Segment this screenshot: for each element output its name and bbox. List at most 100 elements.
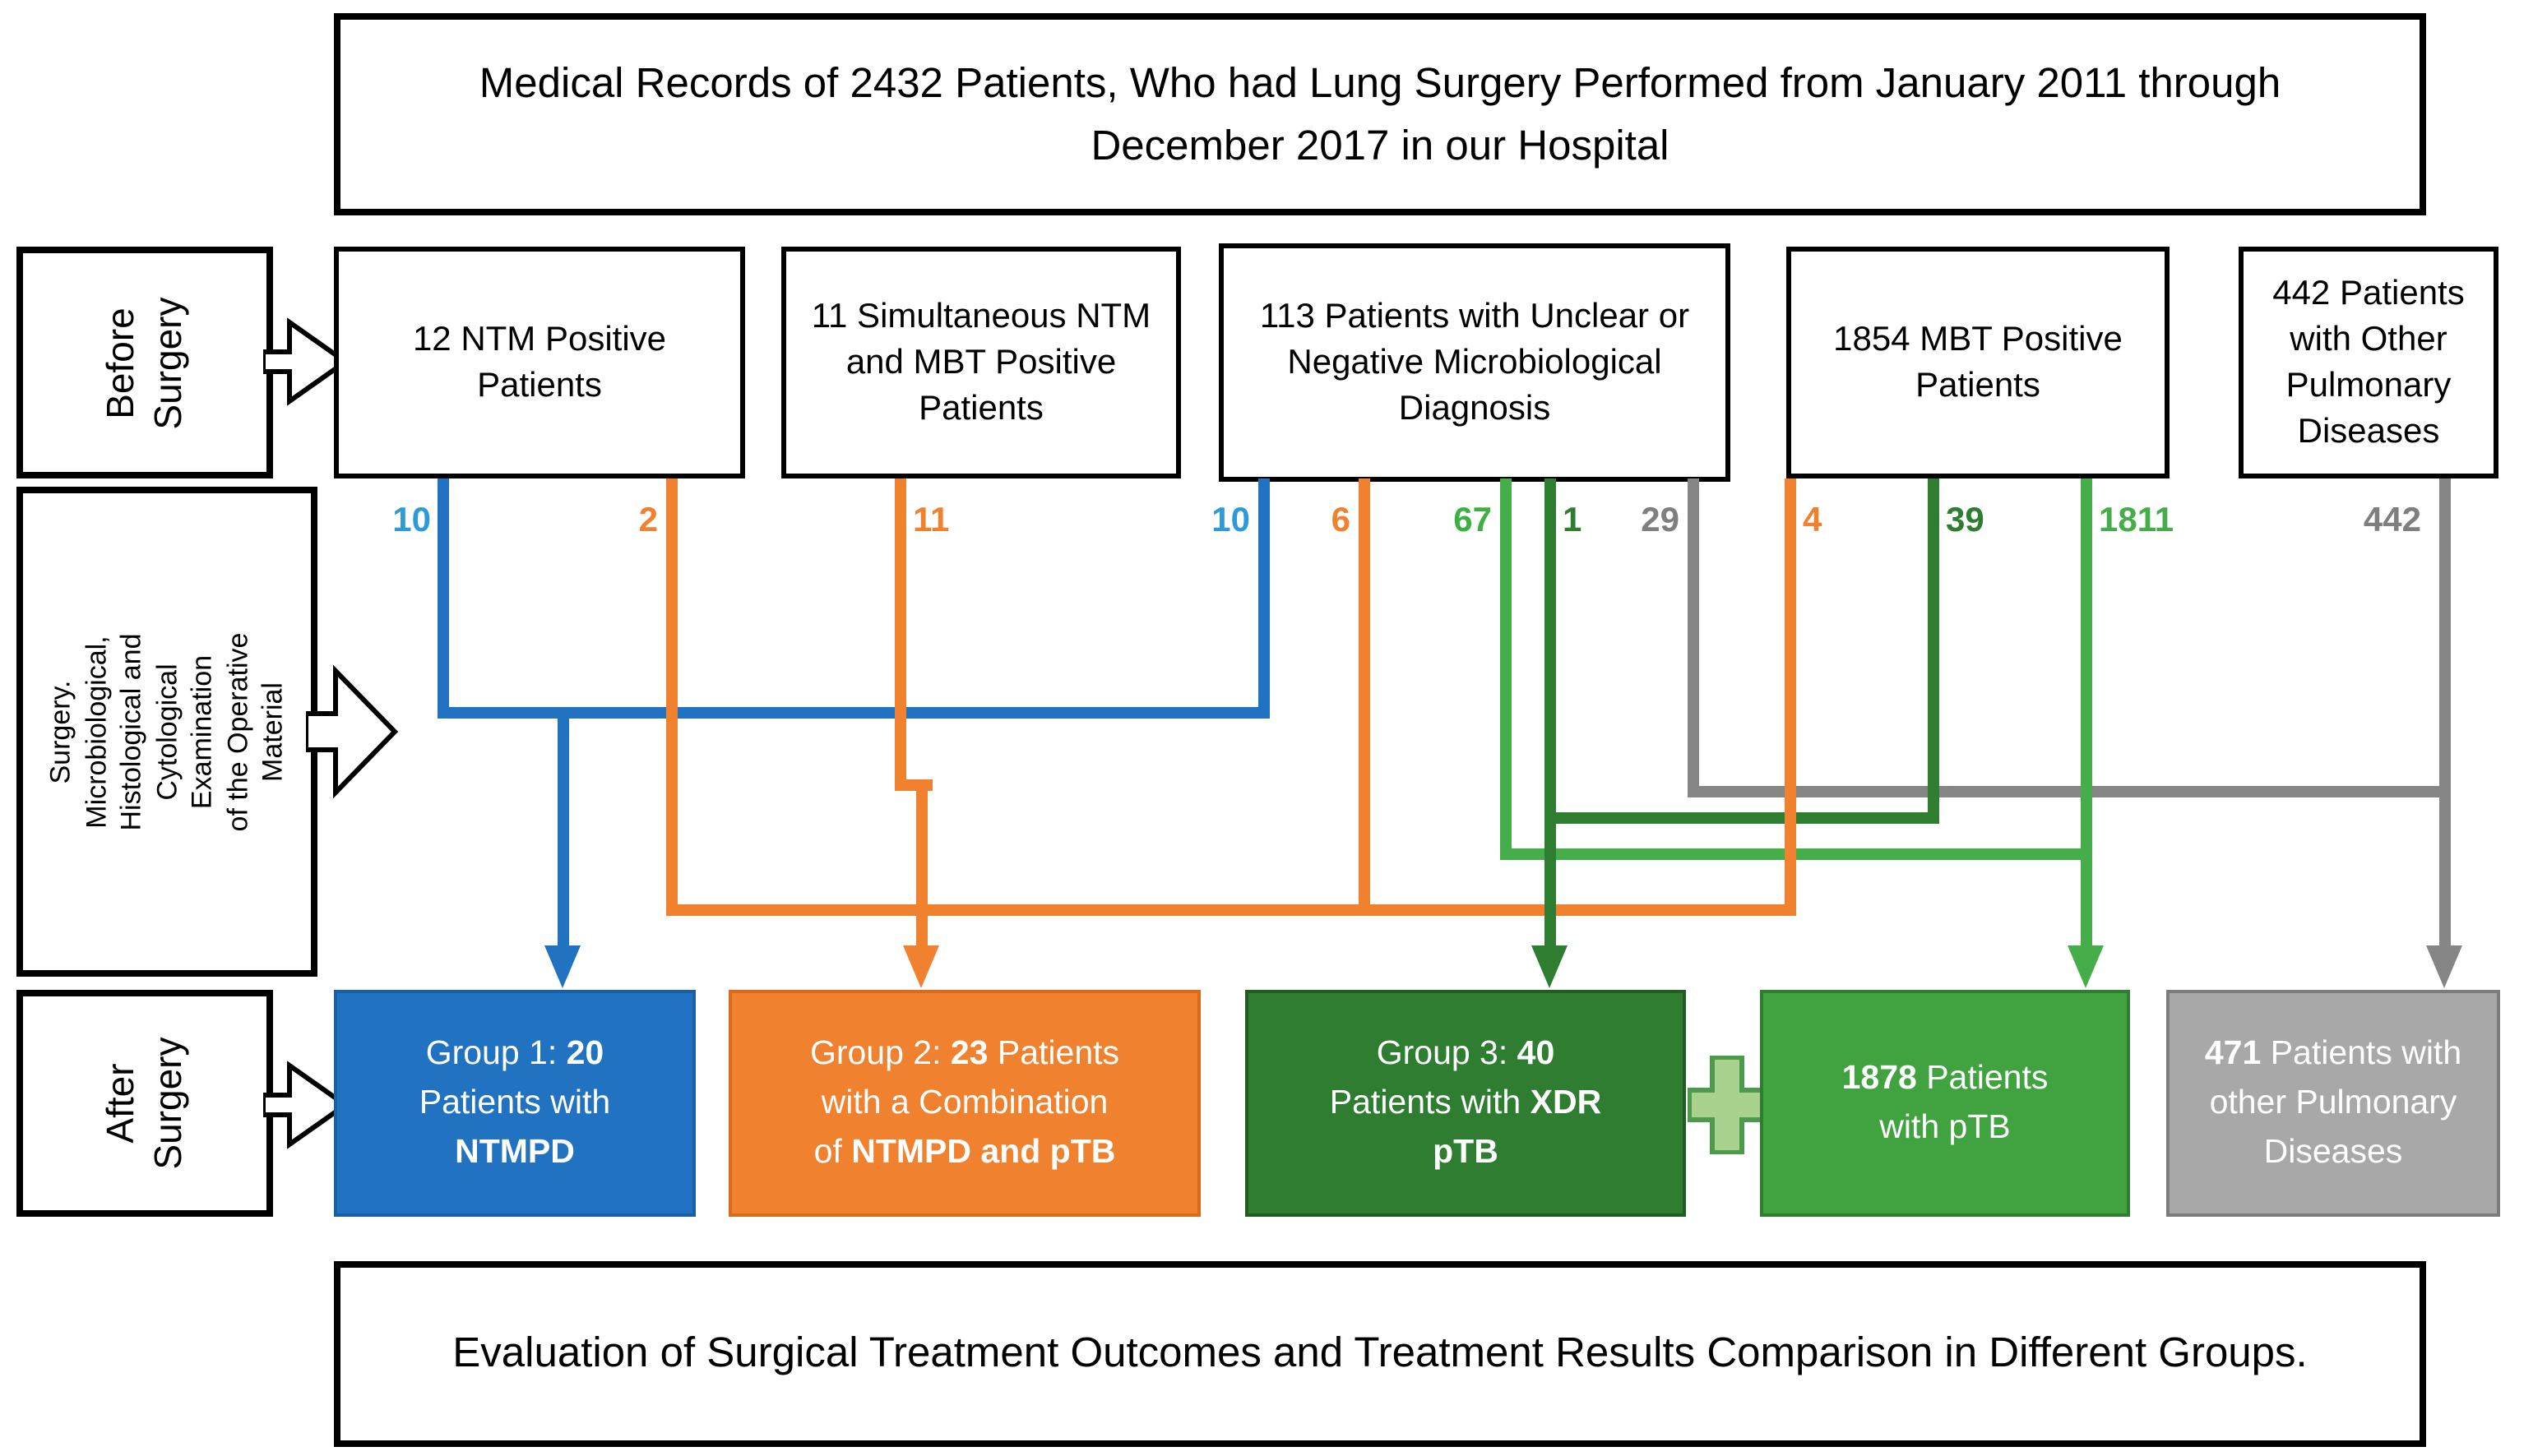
box-unclear-diagnosis: 113 Patients with Unclear or Negative Mi… [1219,243,1730,482]
arrowhead-group2-icon [903,945,939,988]
count-unclear-to-group2: 6 [1331,502,1350,539]
count-mbt-to-ptb: 1811 [2099,502,2174,539]
arrowhead-group3-icon [1531,945,1568,988]
stage-after-label: After Surgery [99,1037,189,1170]
ptb-1878-count: 1878 [1841,1059,1917,1097]
flow-line-unclear-67 [1499,478,1511,860]
group2-seg0: Group 2: [809,1034,951,1072]
count-unclear-to-other: 29 [1641,502,1679,539]
evaluation-box: Evaluation of Surgical Treatment Outcome… [334,1261,2426,1447]
count-ntm-to-group1: 10 [392,502,431,539]
count-unclear-to-ptb: 67 [1453,502,1492,539]
group2-seg3: with a Combination [821,1084,1109,1121]
stage-mid-line3: Cytological Examination [151,654,218,809]
group2-text: Group 2: 23 Patients with a Combination … [810,1029,1119,1177]
arrowhead-group1-icon [544,945,581,988]
flow-line-mbt-39 [1927,478,1938,824]
group1-seg3: NTMPD [455,1133,575,1171]
flow-line-ntm-2 [665,478,677,916]
ptb-1878-text: 1878 Patients with pTB [1842,1054,2049,1153]
block-arrow-right-icon [263,1061,350,1149]
flow-line-unclear-1 [1544,478,1555,970]
stage-after-surgery-box: After Surgery [16,990,273,1217]
arrowhead-ptb-icon [2068,945,2104,988]
group2-count: 23 [950,1034,989,1072]
stage-mid-line4: of the Operative Material [221,632,289,831]
flow-line-unclear-6 [1358,478,1369,916]
flow-line-orange-collector [665,904,1795,916]
flow-line-simultaneous-11 [894,478,905,791]
block-arrow-right-icon [306,664,399,799]
count-simultaneous-to-group2: 11 [913,502,950,539]
group1-box: Group 1: 20 Patients with NTMPD [334,990,696,1217]
count-unclear-to-group3: 1 [1563,502,1582,539]
box-simultaneous-ntm-mbt: 11 Simultaneous NTM and MBT Positive Pat… [781,247,1181,478]
stage-mid-rotwrap: Surgery. Microbiological, Histological a… [23,493,311,970]
group3-box: Group 3: 40 Patients with XDR pTB [1245,990,1686,1217]
other-471-seg3: Diseases [2263,1133,2403,1171]
box-ntm-positive-text: 12 NTM Positive Patients [412,320,667,404]
flow-line-unclear-29 [1687,478,1698,797]
flow-line-mbt-4 [1784,478,1795,916]
box-other-pulmonary: 442 Patients with Other Pulmonary Diseas… [2239,247,2498,478]
group3-text: Group 3: 40 Patients with XDR pTB [1330,1029,1601,1177]
flow-line-into-group1 [557,707,568,970]
group1-count: 20 [566,1034,604,1072]
plus-icon [1688,1056,1767,1154]
stage-surgery-examination-box: Surgery. Microbiological, Histological a… [16,487,317,977]
other-471-count: 471 [2204,1034,2262,1072]
flow-line-unclear-10 [1257,478,1269,719]
stage-mid-line2: Histological and [115,633,147,831]
block-arrow-mid-shape [306,664,399,799]
flow-line-darkgreen-collector [1544,812,1938,824]
other-471-seg2: other Pulmonary [2209,1084,2457,1121]
group1-seg0: Group 1: [425,1034,567,1072]
medical-records-text: Medical Records of 2432 Patients, Who ha… [479,52,2281,177]
count-ntm-to-group2: 2 [638,502,658,539]
group3-seg2: Patients with [1329,1084,1531,1121]
group1-text: Group 1: 20 Patients with NTMPD [419,1029,610,1177]
flow-line-mbt-1811 [2080,478,2091,970]
ptb-1878-box: 1878 Patients with pTB [1760,990,2130,1217]
block-arrow-right-icon [263,317,350,406]
flow-line-into-group2 [915,779,927,970]
flow-line-blue-collector [437,707,1269,719]
ptb-1878-seg2: with pTB [1879,1108,2011,1146]
other-471-box: 471 Patients with other Pulmonary Diseas… [2166,990,2500,1217]
stage-after-rotwrap: After Surgery [23,996,266,1210]
group3-seg0: Group 3: [1376,1034,1517,1072]
flow-line-gray-collector [1687,786,2450,797]
box-mbt-text: 1854 MBT Positive Patients [1833,320,2123,404]
box-mbt-positive: 1854 MBT Positive Patients [1786,247,2170,478]
plus-shape [1688,1056,1767,1154]
group3-seg3: XDR [1530,1084,1602,1121]
group3-count: 40 [1517,1034,1555,1072]
box-simultaneous-text: 11 Simultaneous NTM and MBT Positive Pat… [811,297,1151,427]
count-other-to-other: 442 [2363,502,2421,539]
group2-seg2: Patients [988,1034,1120,1072]
medical-records-line2: December 2017 in our Hospital [1091,122,1669,169]
block-arrow-after-shape [263,1061,350,1149]
count-unclear-to-group1: 10 [1211,502,1250,539]
stage-mid-line1: Surgery. Microbiological, [44,635,112,829]
group2-box: Group 2: 23 Patients with a Combination … [729,990,1201,1217]
stage-mid-label: Surgery. Microbiological, Histological a… [44,588,291,876]
group3-seg4: pTB [1433,1133,1498,1171]
flow-line-other-442 [2438,478,2450,970]
flow-line-lightgreen-collector [1499,848,2091,860]
arrowhead-other-icon [2426,945,2462,988]
group1-seg2: Patients with [419,1084,611,1121]
stage-before-rotwrap: Before Surgery [23,253,266,472]
ptb-1878-seg1: Patients [1916,1059,2049,1097]
block-arrow-before-shape [263,317,350,406]
box-ntm-positive: 12 NTM Positive Patients [334,247,745,478]
stage-before-surgery-box: Before Surgery [16,247,273,478]
medical-records-box: Medical Records of 2432 Patients, Who ha… [334,13,2426,215]
group2-seg5: NTMPD and pTB [851,1133,1116,1171]
other-471-seg1: Patients with [2261,1034,2462,1072]
box-other-text: 442 Patients with Other Pulmonary Diseas… [2272,274,2465,450]
count-mbt-to-group2: 4 [1803,502,1822,539]
medical-records-line1: Medical Records of 2432 Patients, Who ha… [479,60,2281,106]
count-mbt-to-group3: 39 [1946,502,1984,539]
